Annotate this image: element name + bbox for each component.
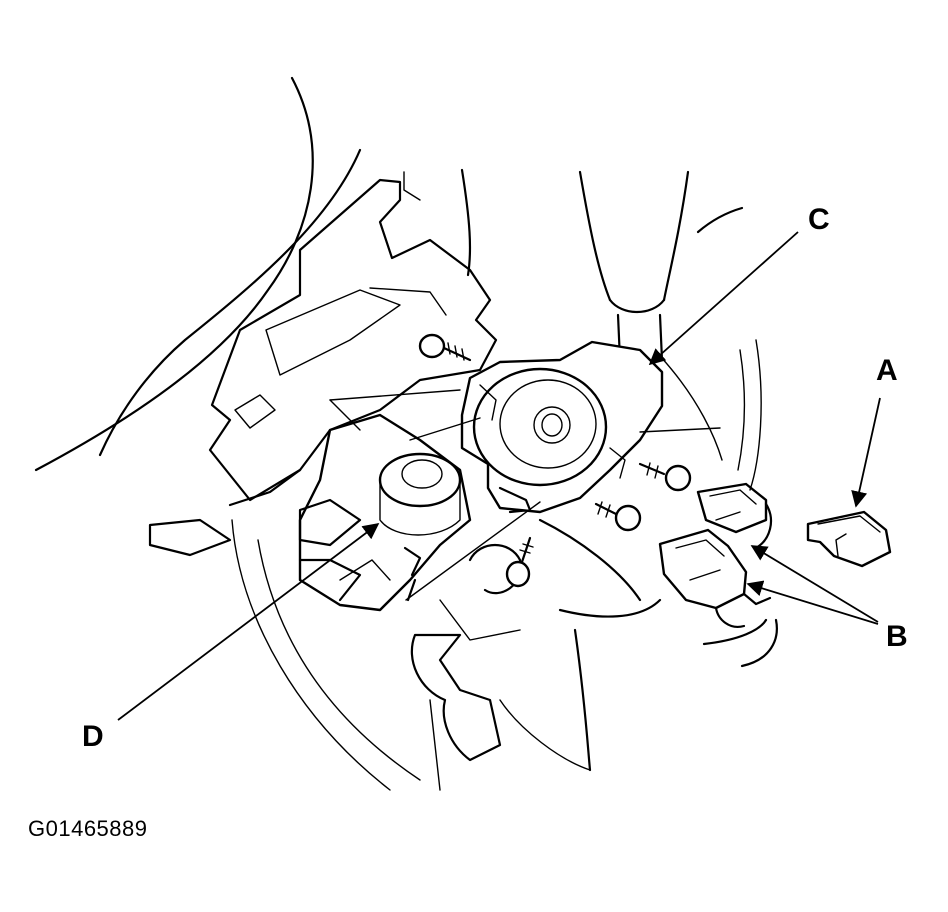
screw-upper-left xyxy=(418,333,472,362)
screw-right-lower xyxy=(594,501,642,532)
steering-column xyxy=(403,168,744,362)
connector-upper xyxy=(696,482,773,550)
callout-d: D xyxy=(82,720,104,753)
callout-a: A xyxy=(876,354,898,387)
leader-b-lower xyxy=(746,580,879,625)
connector-lower xyxy=(658,528,748,628)
part-c-cable-reel xyxy=(460,340,664,514)
leader-d xyxy=(117,523,380,721)
screws xyxy=(418,333,692,588)
leader-b-upper xyxy=(750,545,879,623)
combination-switch-housing xyxy=(148,178,498,557)
part-b-connectors xyxy=(658,482,778,668)
figure-id: G01465889 xyxy=(28,816,148,841)
right-panel-lines xyxy=(639,339,762,491)
leader-lines xyxy=(117,231,881,721)
leader-c xyxy=(648,231,799,366)
connecting-lines xyxy=(329,389,541,601)
callout-b: B xyxy=(886,620,908,653)
part-d-switch xyxy=(298,413,472,612)
leader-a xyxy=(851,397,881,508)
screw-bottom xyxy=(505,536,534,588)
callout-c: C xyxy=(808,203,830,236)
lower-cover xyxy=(410,518,662,791)
screw-right-upper xyxy=(638,462,692,492)
part-a-clip xyxy=(806,510,892,568)
steering-wheel-rim xyxy=(34,76,421,791)
